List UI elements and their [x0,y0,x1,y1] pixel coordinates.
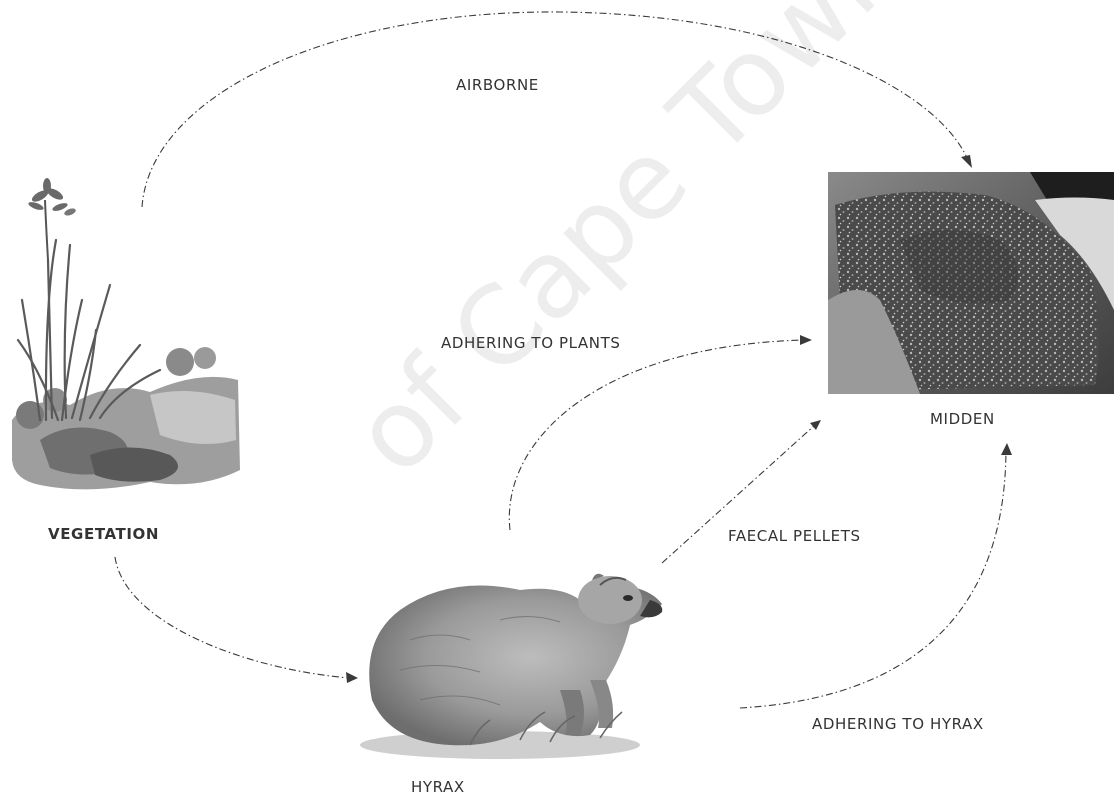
label-faecal-pellets: FAECAL PELLETS [728,527,861,545]
label-vegetation: VEGETATION [48,525,159,543]
label-airborne: AIRBORNE [456,76,539,94]
label-midden: MIDDEN [930,410,995,428]
arrow-adhering-to-plants [509,335,812,530]
arrow-adhering-to-hyrax [740,443,1012,708]
label-adhering-to-hyrax: ADHERING TO HYRAX [812,715,984,733]
vegetation-illustration [12,178,240,489]
label-hyrax: HYRAX [411,778,465,796]
label-adhering-to-plants: ADHERING TO PLANTS [441,334,620,352]
arrow-vegetation-to-hyrax [115,557,358,683]
hyrax-illustration [360,574,662,759]
midden-photo [828,172,1114,394]
